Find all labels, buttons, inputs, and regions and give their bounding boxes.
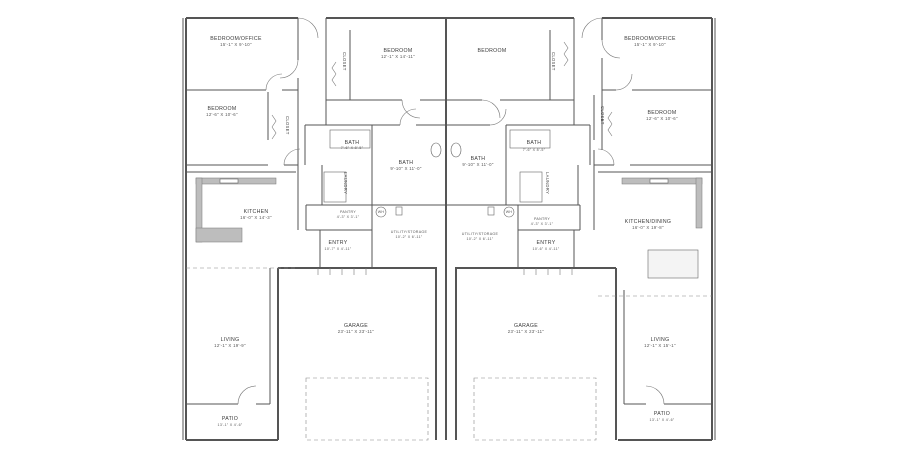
left-bedroom-dim: 12'-6" X 10'-6" [206, 112, 238, 117]
center-left-bedroom-dim: 12'-1" X 14'-11" [381, 54, 415, 59]
center-right-bedroom-name: BEDROOM [478, 48, 507, 54]
right-entry-name: ENTRY [537, 240, 556, 246]
right-bath-dim: 9'-10" X 11'-0" [462, 162, 494, 167]
right-bath-small-name: BATH [527, 140, 542, 146]
left-entry-name: ENTRY [329, 240, 348, 246]
right-water-heater-label: WH [506, 210, 513, 214]
right-utility-name: UTILITY/STORAGE [462, 232, 499, 236]
left-patio-name: PATIO [222, 416, 238, 422]
right-unit-walls [446, 18, 712, 440]
left-bedroom-office-name: BEDROOM/OFFICE [210, 36, 262, 42]
room-labels: BEDROOM/OFFICE 15'-1" X 9'-10" BEDROOM 1… [206, 36, 678, 427]
center-right-closet-name: CLOSET [551, 52, 556, 71]
left-bath-name: BATH [399, 160, 414, 166]
left-bath-dim: 9'-10" X 11'-0" [390, 166, 422, 171]
right-pantry-name: PANTRY [534, 217, 550, 221]
left-living-name: LIVING [221, 337, 240, 343]
right-pantry-dim: 4'-3" X 3'-1" [531, 222, 554, 226]
garage-outlines [186, 267, 712, 441]
right-garage-name: GARAGE [514, 323, 538, 329]
left-garage-dim: 23'-11" X 23'-11" [338, 329, 375, 334]
left-kitchen-dim: 16'-0" X 14'-3" [240, 215, 272, 220]
right-garage-dim: 23'-11" X 23'-11" [508, 329, 545, 334]
right-bath-small-dim: 7'-6" X 8'-5" [523, 148, 546, 152]
right-living-dim: 12'-1" X 15'-1" [644, 343, 676, 348]
right-utility-dim: 10'-2" X 6'-11" [467, 237, 494, 241]
right-bedroom-name: BEDROOM [648, 110, 677, 116]
left-closet-side-name: CLOSET [285, 116, 290, 135]
kitchen-cabinets [195, 177, 703, 279]
right-laundry-name: LAUNDRY [545, 172, 550, 194]
bath-fixtures [323, 129, 551, 218]
left-patio-dim: 13'-1" X 4'-6" [218, 423, 243, 427]
center-left-bedroom-name: BEDROOM [384, 48, 413, 54]
left-pantry-dim: 4'-3" X 3'-1" [337, 215, 360, 219]
right-kitchen-dining-dim: 16'-0" X 19'-8" [632, 225, 664, 230]
right-bedroom-office-dim: 15'-1" X 9'-10" [634, 42, 666, 47]
right-living-name: LIVING [651, 337, 670, 343]
right-patio-name: PATIO [654, 411, 670, 417]
left-water-heater-label: WH [378, 210, 385, 214]
left-pantry-name: PANTRY [340, 210, 356, 214]
left-utility-name: UTILITY/STORAGE [391, 230, 428, 234]
right-patio-dim: 13'-1" X 4'-6" [650, 418, 675, 422]
left-living-dim: 12'-1" X 19'-9" [214, 343, 246, 348]
left-bath-small-dim: 7'-6" X 8'-5" [341, 146, 364, 150]
right-entry-dim: 10'-6" X 4'-11" [533, 247, 560, 251]
center-left-closet-name: CLOSET [342, 52, 347, 71]
left-entry-dim: 10'-7" X 4'-11" [325, 247, 352, 251]
left-laundry-name: LAUNDRY [343, 172, 348, 194]
left-bedroom-name: BEDROOM [208, 106, 237, 112]
door-swings [237, 17, 665, 405]
right-closet-side-name: CLOSET [600, 106, 605, 125]
left-kitchen-name: KITCHEN [244, 209, 269, 215]
left-unit-walls [186, 18, 446, 440]
left-bath-small-name: BATH [345, 140, 360, 146]
exterior-walls [182, 17, 716, 441]
right-bath-name: BATH [471, 156, 486, 162]
right-kitchen-dining-name: KITCHEN/DINING [625, 219, 672, 225]
right-bedroom-office-name: BEDROOM/OFFICE [624, 36, 676, 42]
right-bedroom-dim: 12'-6" X 10'-6" [646, 116, 678, 121]
left-utility-dim: 10'-2" X 6'-11" [396, 235, 423, 239]
left-bedroom-office-dim: 15'-1" X 9'-10" [220, 42, 252, 47]
left-garage-name: GARAGE [344, 323, 368, 329]
